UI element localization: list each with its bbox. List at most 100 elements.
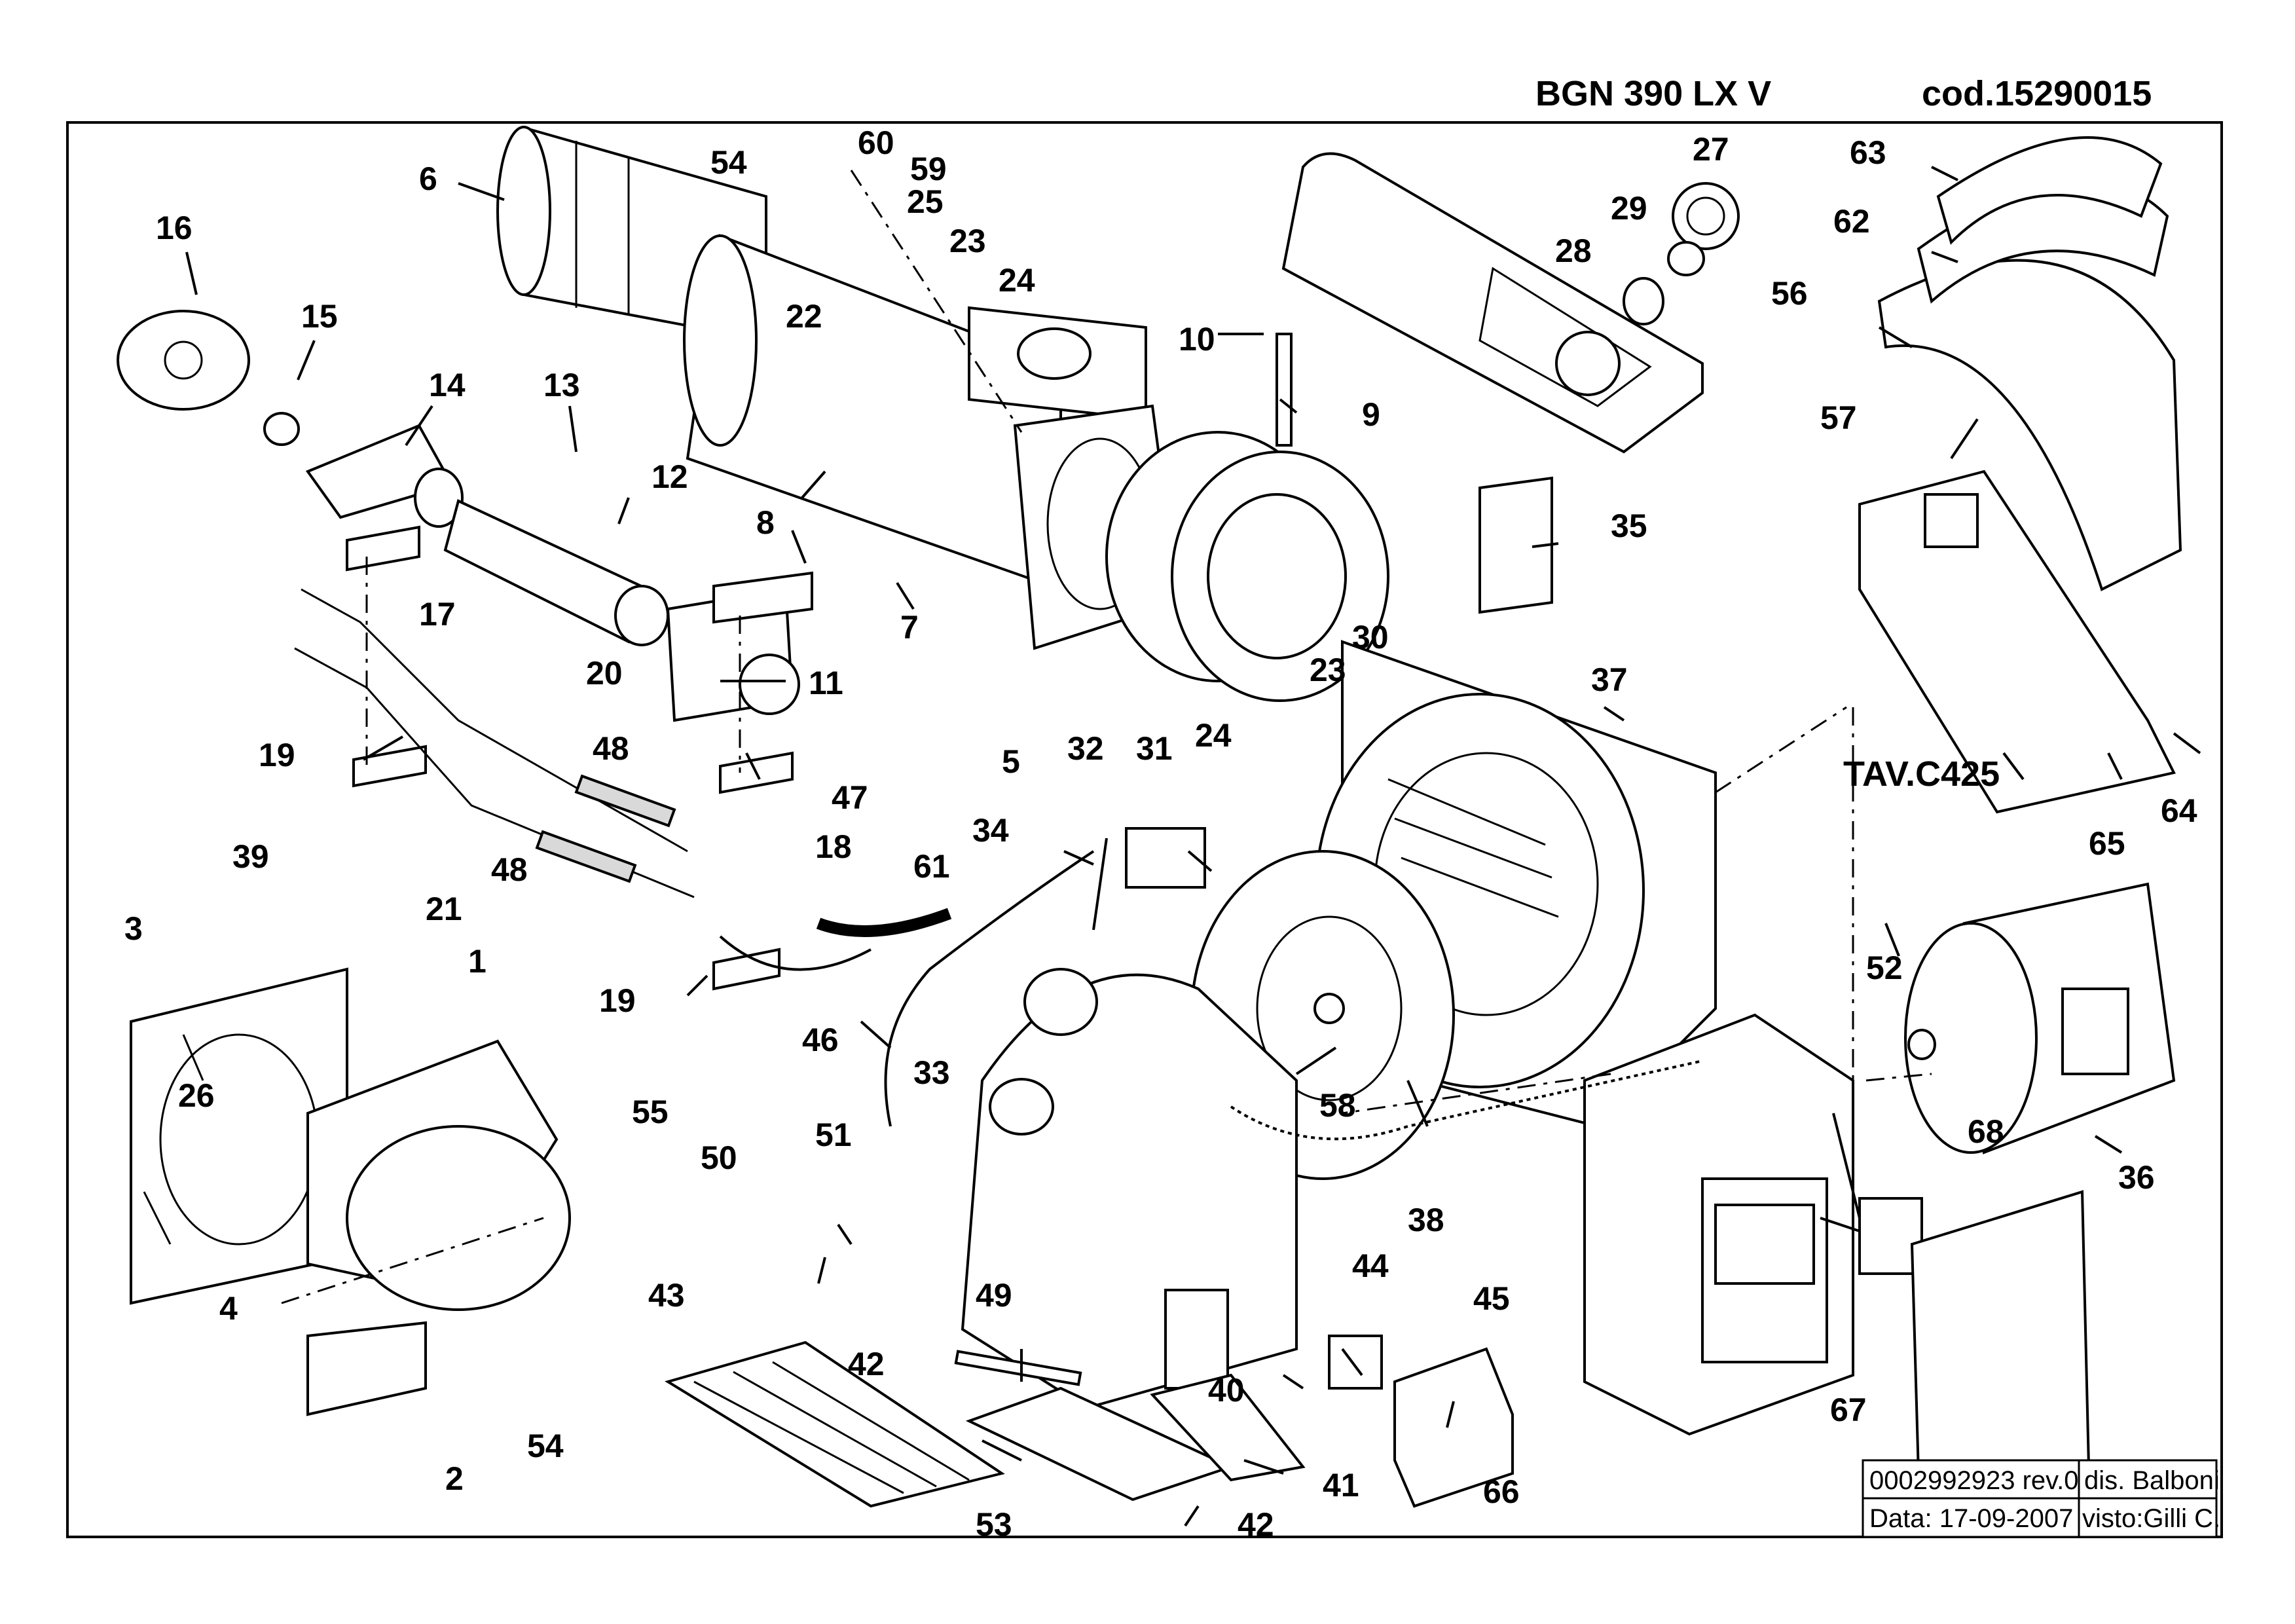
callout-27: 27 [1693, 131, 1729, 168]
callout-6: 6 [419, 160, 437, 197]
callout-48a: 48 [593, 730, 629, 767]
callout-52: 52 [1866, 950, 1903, 986]
callout-48b: 48 [491, 851, 528, 888]
callout-25: 25 [907, 183, 944, 220]
electrical-box-part [1583, 1013, 1854, 1436]
callout-13: 13 [543, 367, 580, 403]
drawing-frame [66, 121, 2223, 1538]
rod-49-part [954, 1350, 1082, 1386]
callout-42b: 42 [1238, 1506, 1274, 1543]
control-box-part [1393, 1347, 1514, 1508]
callout-21: 21 [426, 891, 462, 927]
callout-33: 33 [913, 1054, 950, 1091]
callout-4: 4 [219, 1290, 238, 1327]
callout-14: 14 [429, 367, 466, 403]
solenoid-valve-part [1125, 827, 1206, 889]
callout-56: 56 [1771, 275, 1808, 312]
callout-53: 53 [976, 1506, 1012, 1543]
callout-28: 28 [1555, 232, 1592, 269]
callout-23b: 23 [1310, 652, 1346, 688]
callout-57: 57 [1820, 399, 1857, 436]
callout-18: 18 [815, 828, 852, 865]
callout-22: 22 [786, 298, 822, 335]
callout-67: 67 [1830, 1392, 1867, 1428]
callout-55: 55 [632, 1094, 669, 1130]
callout-labels: 1 2 3 4 5 6 7 8 9 10 11 12 13 14 15 16 1… [124, 124, 2197, 1543]
bracket-19b-part [712, 948, 780, 991]
title-block-date: Data: 17-09-2007 [1869, 1504, 2073, 1533]
callout-42a: 42 [848, 1346, 885, 1382]
callout-26: 26 [178, 1077, 215, 1114]
callout-54a: 54 [710, 144, 747, 181]
callout-51: 51 [815, 1116, 852, 1153]
bracket-17-part [346, 525, 420, 572]
mounting-flange-part [130, 967, 571, 1416]
electric-motor-part [1904, 882, 2176, 1154]
callout-39: 39 [232, 838, 269, 875]
callout-65: 65 [2089, 825, 2125, 862]
callout-8: 8 [756, 504, 775, 541]
callout-5: 5 [1002, 743, 1020, 780]
callout-12: 12 [652, 458, 688, 495]
callout-47: 47 [832, 779, 868, 816]
callout-29: 29 [1611, 190, 1647, 227]
callout-36: 36 [2118, 1159, 2155, 1196]
rod-part [1276, 333, 1293, 447]
callout-37: 37 [1591, 661, 1628, 698]
ignition-transformer-part [1478, 476, 1553, 614]
model-title: BGN 390 LX V [1535, 74, 1772, 113]
title-block-drawing-number: 0002992923 rev.0 [1869, 1466, 2079, 1495]
bracket-44-part [1328, 1335, 1383, 1390]
electrode-cables-part [294, 588, 952, 971]
callout-10: 10 [1179, 321, 1215, 358]
callout-16: 16 [156, 210, 193, 246]
callout-62: 62 [1833, 203, 1870, 240]
nozzle-holder-part [117, 310, 464, 528]
callout-59: 59 [910, 151, 947, 187]
reference-label: TAV.C425 [1843, 754, 2000, 794]
callout-50: 50 [701, 1139, 737, 1176]
damper-ring-part [1105, 431, 1389, 702]
cable-34-part [884, 850, 1095, 1127]
title-block-designer: dis. Balboni [2084, 1466, 2220, 1495]
callout-1: 1 [468, 943, 487, 980]
top-cover-part [1281, 152, 1740, 454]
bracket-19a-part [352, 745, 427, 788]
callout-54b: 54 [527, 1428, 564, 1464]
callout-43: 43 [648, 1277, 685, 1314]
callout-7: 7 [900, 609, 919, 646]
callout-32: 32 [1067, 730, 1104, 767]
callout-9: 9 [1362, 396, 1380, 433]
combustion-head-tube-part [683, 234, 1147, 591]
callout-19a: 19 [259, 737, 295, 773]
callout-61: 61 [913, 848, 950, 885]
callout-19b: 19 [599, 982, 636, 1019]
callout-11: 11 [809, 665, 843, 701]
leader-lines [185, 166, 2201, 1527]
callout-40: 40 [1208, 1372, 1245, 1409]
callout-64: 64 [2161, 792, 2197, 829]
callout-17: 17 [419, 596, 456, 633]
callout-30: 30 [1352, 619, 1389, 655]
callout-24a: 24 [999, 262, 1035, 299]
plate-41-part [1150, 1373, 1306, 1482]
callout-23a: 23 [949, 223, 986, 259]
cable-5-part [1092, 838, 1108, 931]
callout-49: 49 [976, 1277, 1012, 1314]
callout-2: 2 [445, 1460, 464, 1497]
callout-60: 60 [858, 124, 894, 161]
callout-35: 35 [1611, 507, 1647, 544]
callout-31: 31 [1136, 730, 1173, 767]
callout-63: 63 [1850, 134, 1886, 171]
elbow-fitting-part [666, 571, 813, 722]
callout-58: 58 [1319, 1087, 1356, 1124]
cover-plate-part [1910, 1190, 2091, 1475]
title-block-approved: visto:Gilli C. [2082, 1504, 2220, 1533]
callout-20: 20 [586, 655, 623, 692]
control-panel-part [1858, 136, 2182, 814]
burner-cover-part [961, 968, 1298, 1410]
assembly-axes [281, 170, 1932, 1304]
callout-24b: 24 [1195, 717, 1232, 754]
callout-3: 3 [124, 910, 143, 947]
